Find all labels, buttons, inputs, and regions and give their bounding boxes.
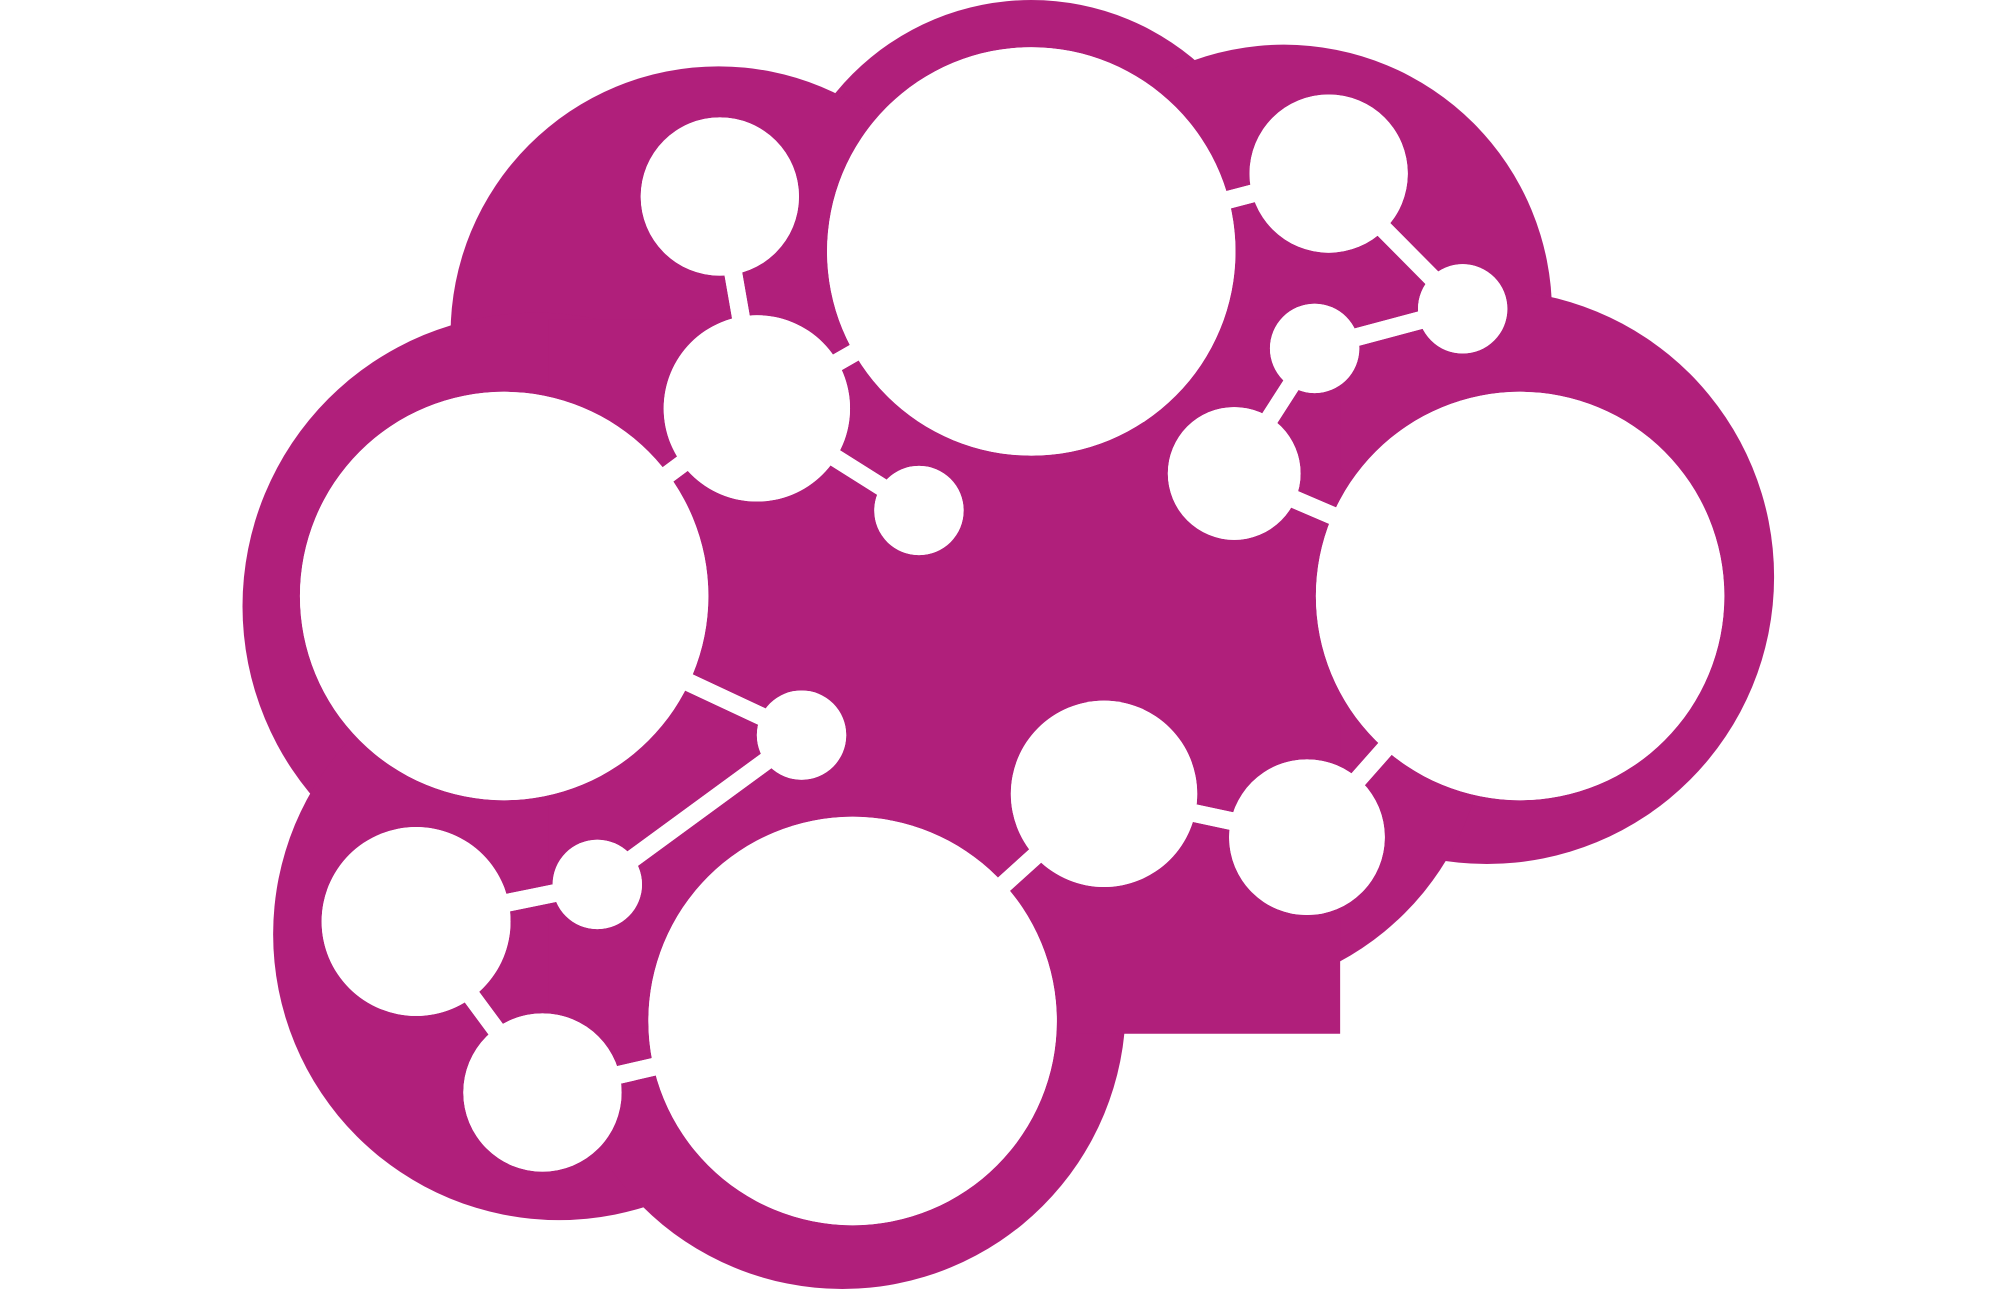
network-node [640, 117, 799, 276]
network-node [827, 47, 1236, 456]
network-node [463, 1013, 622, 1172]
network-node [1417, 264, 1508, 354]
network-node [299, 391, 709, 801]
network-node [1167, 407, 1301, 540]
network-node [874, 465, 964, 556]
network-node [1269, 303, 1360, 394]
network-graph [299, 47, 1725, 1226]
network-node [663, 315, 851, 502]
network-node [1229, 759, 1385, 916]
network-node [756, 690, 847, 780]
network-node [1249, 94, 1408, 253]
network-node [552, 839, 642, 930]
network-node [321, 827, 511, 1016]
network-node [648, 816, 1057, 1226]
network-node [1315, 391, 1725, 801]
network-node [1010, 700, 1198, 887]
